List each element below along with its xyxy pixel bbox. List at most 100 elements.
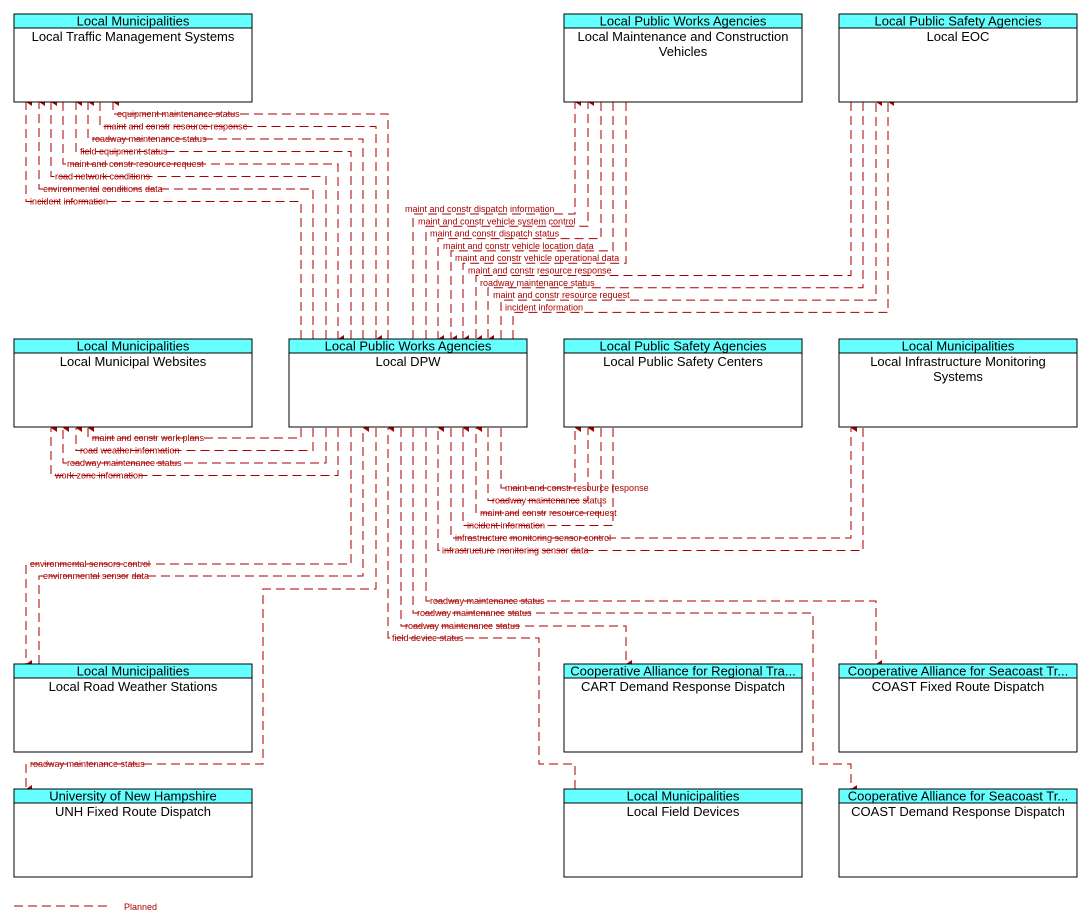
agency-header — [563, 338, 803, 354]
agency-label: Cooperative Alliance for Seacoast Tr... — [848, 789, 1068, 804]
agency-label: Local Public Safety Agencies — [600, 339, 767, 354]
flow-label: road weather information — [80, 446, 180, 456]
flow-label: equipment maintenance status — [117, 109, 240, 119]
system-box-coastf[interactable]: Cooperative Alliance for Seacoast Tr...C… — [838, 663, 1078, 753]
system-name: Local Infrastructure Monitoring — [870, 354, 1046, 369]
box-outline — [838, 13, 1078, 103]
agency-header — [288, 338, 528, 354]
flow-label: maint and constr vehicle system control — [418, 216, 576, 226]
flow-label: incident information — [505, 302, 583, 312]
flow-label: incident information — [30, 197, 108, 207]
agency-header — [13, 338, 253, 354]
flow-label: maint and constr resource response — [104, 122, 248, 132]
flow-line — [87, 424, 302, 439]
legend: Planned — [14, 902, 157, 912]
agency-label: Local Municipalities — [627, 789, 740, 804]
flow-line — [62, 424, 327, 464]
flow-line — [75, 424, 314, 451]
flow-line — [437, 102, 602, 343]
flow-line — [400, 428, 632, 668]
box-outline — [13, 338, 253, 428]
flow-line — [99, 102, 382, 343]
flow-line — [50, 98, 327, 339]
system-name: Local Public Safety Centers — [603, 354, 763, 369]
flow-line — [412, 98, 581, 339]
flow-line — [25, 428, 377, 793]
system-name: Local DPW — [375, 354, 441, 369]
flow-line — [487, 424, 594, 501]
system-box-cart[interactable]: Cooperative Alliance for Regional Tra...… — [563, 663, 803, 753]
flow-line — [487, 102, 864, 343]
flow-label: roadway maintenance status — [67, 458, 182, 468]
agency-label: Local Municipalities — [77, 14, 190, 29]
flow-label: roadway maintenance status — [417, 608, 532, 618]
flow-line — [25, 98, 302, 339]
agency-label: Local Public Works Agencies — [325, 339, 492, 354]
agency-label: Local Public Safety Agencies — [875, 14, 1042, 29]
flow-line — [500, 98, 882, 339]
agency-header — [563, 13, 803, 29]
flow-label: maint and constr work plans — [92, 433, 205, 443]
flow-label: roadway maintenance status — [405, 621, 520, 631]
agency-label: Local Municipalities — [77, 339, 190, 354]
agency-label: University of New Hampshire — [49, 789, 217, 804]
agency-label: Cooperative Alliance for Seacoast Tr... — [848, 664, 1068, 679]
agency-label: Local Public Works Agencies — [600, 14, 767, 29]
agency-header — [838, 13, 1078, 29]
system-name: Vehicles — [659, 44, 708, 59]
flow-label: maint and constr dispatch status — [430, 229, 560, 239]
flow-line — [112, 98, 389, 339]
flow-label: infrastructure monitoring sensor control — [455, 533, 611, 543]
flow-line — [425, 428, 882, 668]
flow-line — [450, 102, 614, 343]
system-name: Local Road Weather Stations — [49, 679, 218, 694]
flow-line — [475, 424, 602, 514]
flow-label: field device status — [392, 633, 464, 643]
flow-line — [62, 102, 344, 343]
flow-label: maint and constr vehicle operational dat… — [455, 253, 619, 263]
flow-line — [450, 424, 857, 539]
flow-label: maint and constr resource request — [67, 159, 204, 169]
flow-label: maint and constr resource request — [480, 508, 617, 518]
flow-label: roadway maintenance status — [480, 278, 595, 288]
agency-header — [13, 13, 253, 29]
flow-lines: equipment maintenance status maint and co… — [25, 98, 894, 793]
flow-line — [512, 98, 894, 339]
flow-line — [412, 428, 857, 793]
flow-label: maint and constr resource response — [468, 266, 612, 276]
box-outline — [288, 338, 528, 428]
system-box-coastd[interactable]: Cooperative Alliance for Seacoast Tr...C… — [838, 788, 1078, 878]
agency-header — [838, 338, 1078, 354]
flow-line — [462, 424, 614, 526]
flow-line — [25, 428, 352, 668]
flow-label: field equipment status — [80, 147, 168, 157]
system-name: Local Field Devices — [627, 804, 740, 819]
flow-label: maint and constr vehicle location data — [443, 241, 594, 251]
flow-label: incident information — [467, 521, 545, 531]
agency-label: Cooperative Alliance for Regional Tra... — [570, 664, 795, 679]
flow-label: maint and constr resource request — [493, 290, 630, 300]
flow-label: infrastructure monitoring sensor data — [442, 546, 589, 556]
flow-label: environmental conditions data — [43, 184, 163, 194]
flow-label: roadway maintenance status — [430, 596, 545, 606]
flow-label: maint and constr resource response — [505, 483, 649, 493]
flow-line — [75, 98, 352, 339]
flow-label: roadway maintenance status — [92, 134, 207, 144]
box-outline — [838, 788, 1078, 878]
agency-header — [13, 663, 253, 679]
flow-line — [462, 102, 627, 343]
system-name: Local Municipal Websites — [60, 354, 207, 369]
system-name: Local Maintenance and Construction — [577, 29, 788, 44]
flow-line — [87, 98, 364, 339]
